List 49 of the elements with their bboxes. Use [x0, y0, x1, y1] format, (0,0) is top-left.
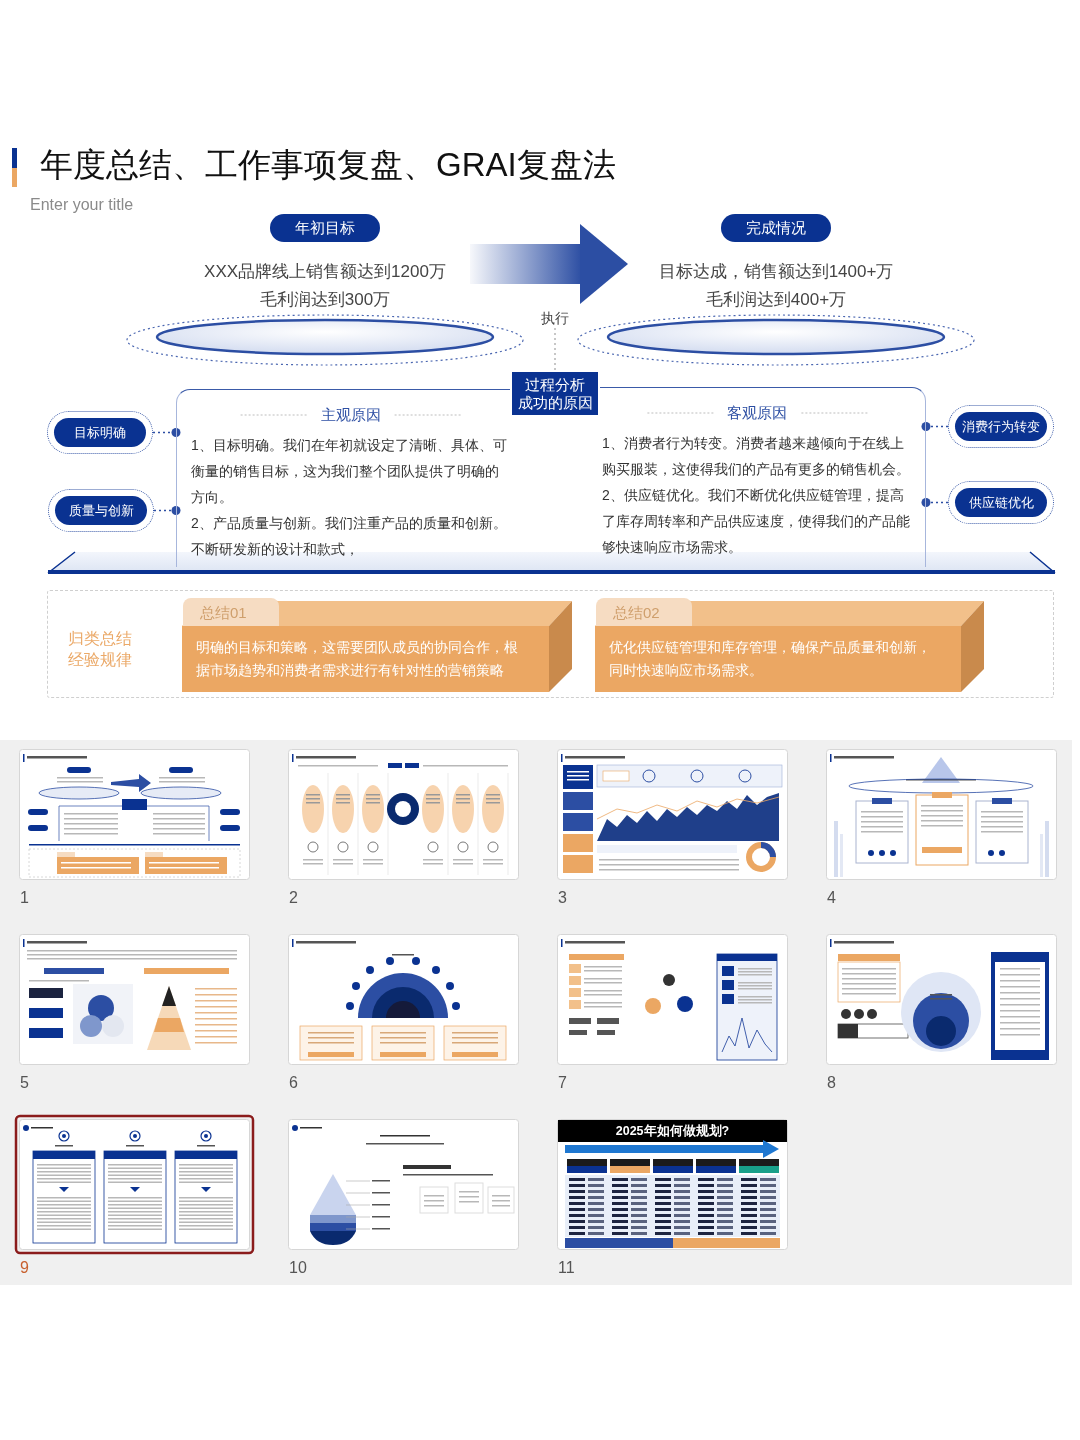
summary-text: 明确的目标和策略，这需要团队成员的协同合作，根据市场趋势和消费者需求进行有针对性的营销策略: [196, 638, 519, 680]
tab-label: 总结02: [596, 598, 692, 626]
slide-number: 10: [289, 1258, 307, 1278]
subtitle: Enter your title: [30, 195, 134, 215]
summary-frame: [47, 590, 1054, 698]
heading-pill: 完成情况: [721, 214, 831, 242]
reason-text: 1、消费者行为转变。消费者越来越倾向于在线上购买服装，这使得我们的产品有更多的销售机会。: [602, 434, 911, 479]
heading-pill: 年初目标: [270, 214, 380, 242]
reason-panel: [600, 387, 926, 567]
slide-number: 7: [558, 1073, 567, 1093]
slide-number: 2: [289, 888, 298, 908]
side-heading: 经验规律: [68, 650, 132, 670]
heading-text: 成功的原因: [517, 393, 593, 412]
reason-text: 2、供应链优化。我们不断优化供应链管理，提高了库存周转率和产品供应速度，使得我们的产品能够快速响应市场需求。: [602, 486, 911, 557]
reason-panel: [176, 389, 510, 567]
process-label: 执行: [538, 308, 572, 328]
goal-text: XXX品牌线上销售额达到1200万: [204, 261, 446, 283]
block-arrow: [470, 224, 628, 304]
slide-number: 5: [20, 1073, 29, 1093]
summary-text: 优化供应链管理和库存管理，确保产品质量和创新，同时快速响应市场需求。: [609, 638, 932, 680]
slide-number: 6: [289, 1073, 298, 1093]
slide-number: 4: [827, 888, 836, 908]
dotted-connector: [152, 428, 181, 437]
dotted-connector: [153, 506, 181, 515]
page-title: 年度总结、工作事项复盘、GRAI复盘法: [40, 145, 616, 185]
side-heading: 归类总结: [68, 629, 132, 649]
goal-text: 毛利润达到300万: [259, 289, 391, 311]
keyword-pill: 供应链优化: [955, 488, 1047, 517]
slide-number: 9: [20, 1258, 29, 1278]
goal-text: 目标达成，销售额达到1400+万: [658, 261, 894, 283]
slide-title: 2025年如何做规划?: [614, 1123, 731, 1140]
slide-number: 11: [558, 1258, 575, 1278]
keyword-pill: 目标明确: [54, 418, 146, 447]
reason-text: 1、目标明确。我们在年初就设定了清晰、具体、可衡量的销售目标，这为我们整个团队提供了明确的方向。: [191, 436, 508, 507]
dotted-connector: [921, 422, 949, 431]
reason-text: 2、产品质量与创新。我们注重产品的质量和创新。不断研发新的设计和款式，: [191, 514, 508, 559]
panel-heading: 客观原因: [727, 403, 788, 423]
tab-label: 总结01: [183, 598, 279, 626]
keyword-pill: 消费行为转变: [955, 412, 1047, 441]
analysis-header-box: [512, 372, 598, 415]
keyword-pill: 质量与创新: [55, 496, 147, 525]
panel-heading: 主观原因: [320, 405, 381, 425]
goal-text: 毛利润达到400+万: [705, 289, 847, 311]
dotted-connector: [554, 327, 556, 373]
slide-number: 1: [20, 888, 29, 908]
slide-number: 8: [827, 1073, 836, 1093]
dotted-connector: [921, 498, 949, 507]
slide-number: 3: [558, 888, 567, 908]
heading-text: 过程分析: [525, 375, 585, 394]
